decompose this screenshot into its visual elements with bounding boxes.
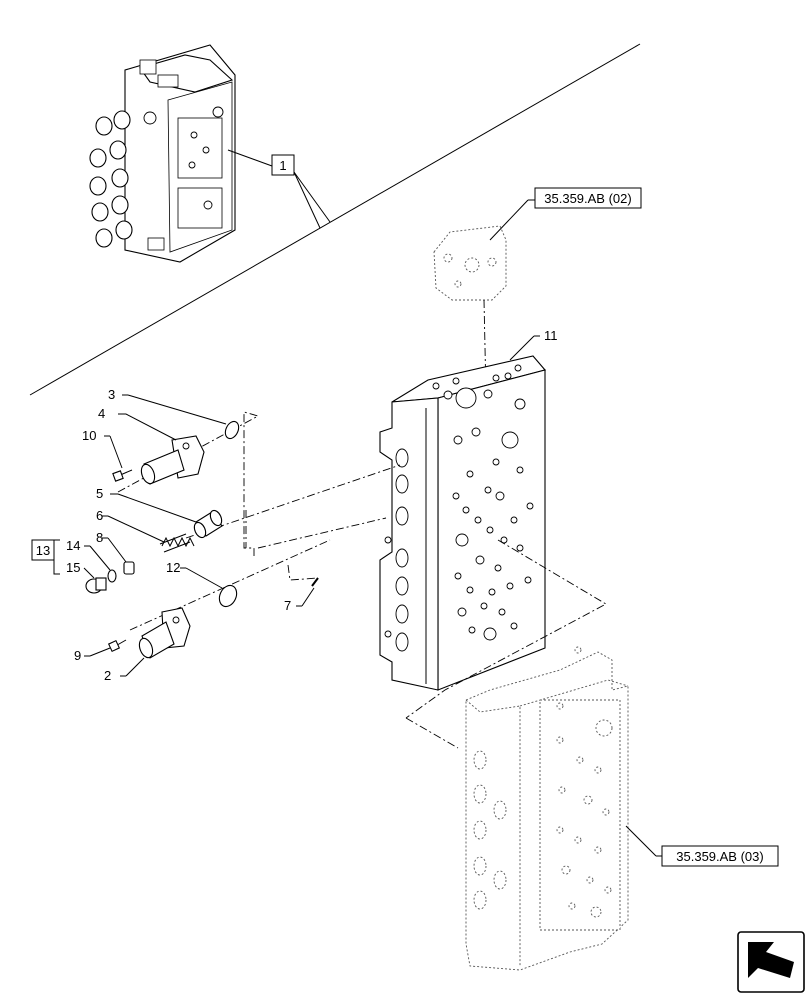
reference-bottom-block-text: 35.359.AB (03) xyxy=(676,849,763,864)
callout-3[interactable]: 3 xyxy=(108,387,227,425)
valve-section-side-ports xyxy=(384,448,409,652)
callout-6[interactable]: 6 xyxy=(96,508,165,543)
callout-9-label: 9 xyxy=(74,648,81,663)
callout-2[interactable]: 2 xyxy=(104,657,145,683)
thumbnail-spool-ends xyxy=(89,110,133,248)
reference-bottom-block-label[interactable]: 35.359.AB (03) xyxy=(625,825,779,867)
part-12-o-ring[interactable] xyxy=(216,583,240,610)
callout-11[interactable]: 11 xyxy=(509,328,558,361)
callout-1-label: 1 xyxy=(279,158,286,173)
callout-15[interactable]: 15 xyxy=(66,560,95,579)
reference-bottom-block[interactable] xyxy=(465,646,629,971)
valve-section-ports xyxy=(452,398,534,641)
reference-top-cover-box xyxy=(534,187,642,209)
callout-4[interactable]: 4 xyxy=(98,406,177,441)
section-divider-line xyxy=(29,43,641,396)
callout-7-label: 7 xyxy=(284,598,291,613)
part-6-spring[interactable] xyxy=(159,533,195,553)
callout-15-label: 15 xyxy=(66,560,80,575)
valve-section-body[interactable] xyxy=(379,355,546,691)
callout-4-label: 4 xyxy=(98,406,105,421)
callout-12[interactable]: 12 xyxy=(166,560,223,589)
part-14-o-ring[interactable] xyxy=(107,569,117,583)
callout-14-label: 14 xyxy=(66,538,80,553)
callout-9[interactable]: 9 xyxy=(74,647,111,663)
part-7-pin[interactable] xyxy=(311,577,319,587)
reference-top-cover-label[interactable]: 35.359.AB (02) xyxy=(489,187,642,241)
callout-10-label: 10 xyxy=(82,428,96,443)
reference-bottom-block-ports xyxy=(473,646,613,918)
alignment-line-mid xyxy=(257,517,387,549)
callout-13-label: 13 xyxy=(36,543,50,558)
callout-10[interactable]: 10 xyxy=(82,428,123,469)
reference-top-cover-text: 35.359.AB (02) xyxy=(544,191,631,206)
callout-1[interactable]: 1 xyxy=(227,149,331,229)
part-2-cap[interactable] xyxy=(137,607,191,659)
arrow-icon[interactable] xyxy=(737,931,805,993)
part-9-bolt[interactable] xyxy=(107,639,127,653)
alignment-line-bottom-2 xyxy=(405,717,459,749)
valve-assembly-thumbnail[interactable] xyxy=(89,44,236,263)
callout-8[interactable]: 8 xyxy=(96,530,127,563)
part-10-bolt[interactable] xyxy=(112,469,133,482)
callout-7[interactable]: 7 xyxy=(284,587,315,613)
kit-bracket xyxy=(53,539,60,575)
alignment-line-bottom xyxy=(405,539,607,719)
part-8-plug[interactable] xyxy=(123,561,135,575)
callout-5[interactable]: 5 xyxy=(96,486,197,523)
callout-14[interactable]: 14 xyxy=(66,538,111,571)
callout-5-label: 5 xyxy=(96,486,103,501)
callout-11-label: 11 xyxy=(544,328,558,343)
callout-2-label: 2 xyxy=(104,668,111,683)
callout-6-label: 6 xyxy=(96,508,103,523)
reference-bottom-block-box xyxy=(661,845,779,867)
callout-1-box xyxy=(271,154,295,176)
part-5-plunger[interactable] xyxy=(192,509,224,540)
callout-12-label: 12 xyxy=(166,560,180,575)
part-4-cap[interactable] xyxy=(139,435,205,485)
callout-13-kit[interactable]: 13 xyxy=(31,539,60,575)
reference-top-cover[interactable] xyxy=(433,225,507,301)
part-15-plug[interactable] xyxy=(85,577,107,594)
callout-8-label: 8 xyxy=(96,530,103,545)
callout-3-label: 3 xyxy=(108,387,115,402)
part-3-o-ring[interactable] xyxy=(223,419,241,440)
alignment-line-pin xyxy=(287,564,319,581)
